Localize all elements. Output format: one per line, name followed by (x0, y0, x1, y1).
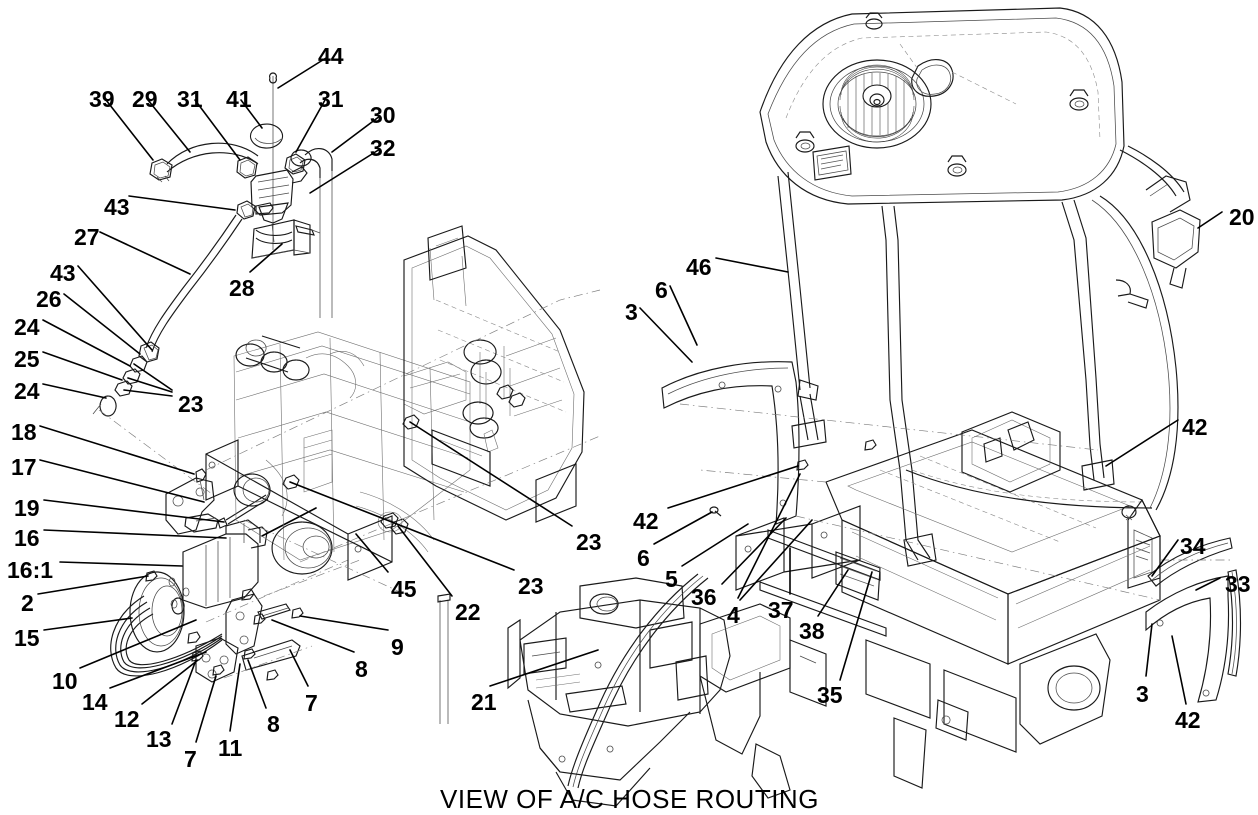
callout-23-a: 23 (178, 391, 204, 417)
callout-18: 18 (11, 419, 37, 445)
cab-nameplate (812, 145, 852, 181)
callout-12: 12 (114, 706, 140, 732)
receiver-drier-assembly (149, 72, 333, 318)
clamp-31-right (284, 153, 306, 175)
callout-31-a: 31 (177, 86, 203, 112)
clamp-39 (149, 158, 173, 183)
callout-26: 26 (36, 286, 62, 312)
callout-16: 16 (14, 525, 40, 551)
callout-27: 27 (74, 224, 100, 250)
callout-41: 41 (226, 86, 252, 112)
callout-38: 38 (799, 618, 825, 644)
diagram-caption: VIEW OF A/C HOSE ROUTING (440, 784, 819, 814)
cab-assembly (759, 7, 1201, 567)
callout-42-c: 42 (1175, 707, 1201, 733)
callout-19: 19 (14, 495, 40, 521)
callout-17: 17 (11, 454, 37, 480)
console-sub-assembly (507, 573, 731, 807)
callout-15: 15 (14, 625, 40, 651)
callout-35: 35 (817, 682, 843, 708)
callout-13: 13 (146, 726, 172, 752)
callout-3-a: 3 (625, 299, 638, 325)
callout-46: 46 (686, 254, 712, 280)
engine-assembly (205, 225, 601, 724)
callout-45: 45 (391, 576, 417, 602)
compressor-assembly (110, 468, 361, 683)
callout-5: 5 (665, 566, 678, 592)
leader-lines (37, 57, 1223, 743)
callout-31-b: 31 (318, 86, 344, 112)
callout-36: 36 (691, 584, 717, 610)
receiver-drier-body (250, 166, 308, 243)
clamp-31-left (236, 156, 258, 179)
callout-23-b: 23 (576, 529, 602, 555)
ac-hose-27 (92, 214, 243, 495)
callout-2: 2 (21, 590, 34, 616)
callout-11: 11 (218, 735, 243, 761)
fitting-43-upper (236, 200, 256, 220)
callout-43-a: 43 (104, 194, 130, 220)
callout-8-b: 8 (355, 656, 368, 682)
callout-29: 29 (132, 86, 158, 112)
callout-24-b: 24 (14, 378, 40, 404)
callout-10: 10 (52, 668, 78, 694)
callout-7-a: 7 (184, 746, 197, 772)
callout-42-a: 42 (1182, 414, 1208, 440)
callout-16-1: 16:1 (7, 557, 54, 583)
callout-32: 32 (370, 135, 396, 161)
callout-3-b: 3 (1136, 681, 1149, 707)
hose-fitting-26 (138, 341, 160, 363)
callout-25: 25 (14, 346, 40, 372)
callout-34: 34 (1180, 533, 1206, 559)
roof-fan (822, 59, 932, 149)
callout-33: 33 (1225, 571, 1251, 597)
callout-7-b: 7 (305, 690, 318, 716)
callout-37: 37 (768, 597, 794, 623)
callout-6-a: 6 (655, 277, 668, 303)
chassis-assembly (661, 361, 1242, 799)
callout-20: 20 (1229, 204, 1255, 230)
roof-fasteners (795, 12, 1089, 177)
callout-9: 9 (391, 634, 404, 660)
callout-8-a: 8 (267, 711, 280, 737)
callout-22: 22 (455, 599, 481, 625)
callout-42-b: 42 (633, 508, 659, 534)
callout-30: 30 (370, 102, 396, 128)
callout-4: 4 (727, 602, 740, 628)
callout-6-b: 6 (637, 545, 650, 571)
callout-21: 21 (471, 689, 497, 715)
callout-24-a: 24 (14, 314, 40, 340)
mirror-20 (1119, 145, 1201, 289)
callout-28: 28 (229, 275, 255, 301)
callout-14: 14 (82, 689, 108, 715)
callout-43-b: 43 (50, 260, 76, 286)
callout-44: 44 (318, 43, 344, 69)
callout-23-c: 23 (518, 573, 544, 599)
callout-39: 39 (89, 86, 115, 112)
